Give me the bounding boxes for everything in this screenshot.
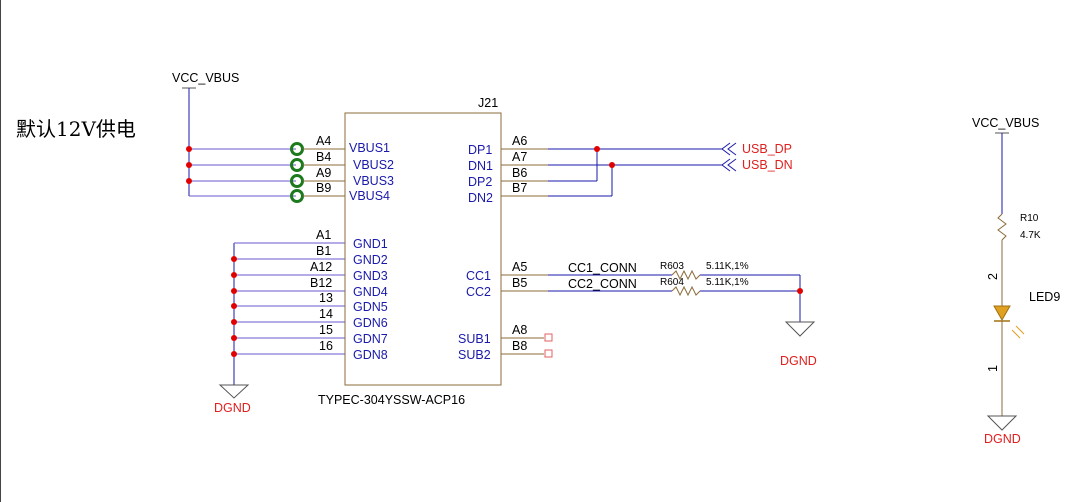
pin-16: 16 — [319, 339, 333, 353]
r603-value: 5.11K,1% — [706, 261, 749, 272]
connector-ref: J21 — [478, 96, 498, 110]
pin-A12: A12 — [310, 260, 332, 274]
pin-B8: B8 — [512, 339, 527, 353]
r603-ref: R603 — [660, 261, 684, 272]
ground-symbol-mid — [784, 321, 816, 337]
r604-value: 5.11K,1% — [706, 277, 749, 288]
gnd-label-right: DGND — [984, 432, 1021, 446]
pin-14: 14 — [319, 307, 333, 321]
pin-A1: A1 — [316, 228, 331, 242]
ground-symbol-right — [986, 415, 1018, 431]
pin-A4: A4 — [316, 134, 331, 148]
usb-data-wires — [501, 142, 737, 197]
pin-A5: A5 — [512, 260, 527, 274]
pin-name-cc1: CC1 — [466, 269, 491, 283]
net-usb-dn: USB_DN — [742, 158, 793, 172]
pin-B12: B12 — [310, 276, 332, 290]
pin-name-gdn7: GDN7 — [353, 332, 388, 346]
pin-A7: A7 — [512, 150, 527, 164]
r10-value: 4.7K — [1020, 230, 1041, 241]
sub-pins-nc — [501, 333, 553, 358]
pin-name-gdn6: GDN6 — [353, 316, 388, 330]
pin-name-gdn5: GDN5 — [353, 300, 388, 314]
pin-name-dp1: DP1 — [468, 143, 492, 157]
power-net-label-right: VCC_VBUS — [972, 116, 1039, 130]
pin-B7: B7 — [512, 181, 527, 195]
gnd-label-mid: DGND — [780, 354, 817, 368]
r604-ref: R604 — [660, 277, 684, 288]
led-pin2-label: 2 — [986, 273, 1000, 280]
vbus-pin-stubs — [303, 148, 345, 197]
pin-A8: A8 — [512, 323, 527, 337]
pin-B5: B5 — [512, 276, 527, 290]
gnd-label-left: DGND — [214, 401, 251, 415]
net-usb-dp: USB_DP — [742, 142, 792, 156]
pin-B1: B1 — [316, 244, 331, 258]
pin-B6: B6 — [512, 166, 527, 180]
pin-name-gdn8: GDN8 — [353, 348, 388, 362]
pin-name-gnd3: GND3 — [353, 269, 388, 283]
pin-13: 13 — [319, 291, 333, 305]
cc-wires — [501, 269, 803, 322]
pin-name-sub1: SUB1 — [458, 332, 491, 346]
power-net-label: VCC_VBUS — [172, 71, 239, 85]
pin-A6: A6 — [512, 134, 527, 148]
pin-A9: A9 — [316, 166, 331, 180]
pin-15: 15 — [319, 323, 333, 337]
net-cc2-conn: CC2_CONN — [568, 277, 637, 291]
gnd-wires — [231, 242, 345, 357]
pin-name-vbus1: VBUS1 — [349, 141, 390, 155]
connector-part: TYPEC-304YSSW-ACP16 — [318, 393, 465, 407]
pin-name-vbus3: VBUS3 — [353, 174, 394, 188]
led-circuit-wires — [993, 133, 1025, 416]
pin-name-gnd2: GND2 — [353, 253, 388, 267]
pin-name-dn1: DN1 — [468, 159, 493, 173]
pin-name-vbus2: VBUS2 — [353, 158, 394, 172]
vbus-wires — [186, 146, 296, 197]
supply-note: 默认12V供电 — [16, 117, 136, 141]
test-point-rings — [290, 142, 304, 203]
led-pin1-label: 1 — [986, 365, 1000, 372]
pin-B9: B9 — [316, 181, 331, 195]
pin-name-sub2: SUB2 — [458, 348, 491, 362]
led-ref: LED9 — [1029, 290, 1060, 304]
connector-body — [344, 112, 502, 386]
pin-name-cc2: CC2 — [466, 285, 491, 299]
pin-name-gnd4: GND4 — [353, 285, 388, 299]
ground-symbol-left — [218, 384, 250, 399]
r10-ref: R10 — [1020, 213, 1039, 224]
pin-B4: B4 — [316, 150, 331, 164]
pin-name-gnd1: GND1 — [353, 237, 388, 251]
pin-name-dn2: DN2 — [468, 191, 493, 205]
pin-name-vbus4: VBUS4 — [349, 189, 390, 203]
pin-name-dp2: DP2 — [468, 175, 492, 189]
net-cc1-conn: CC1_CONN — [568, 261, 637, 275]
